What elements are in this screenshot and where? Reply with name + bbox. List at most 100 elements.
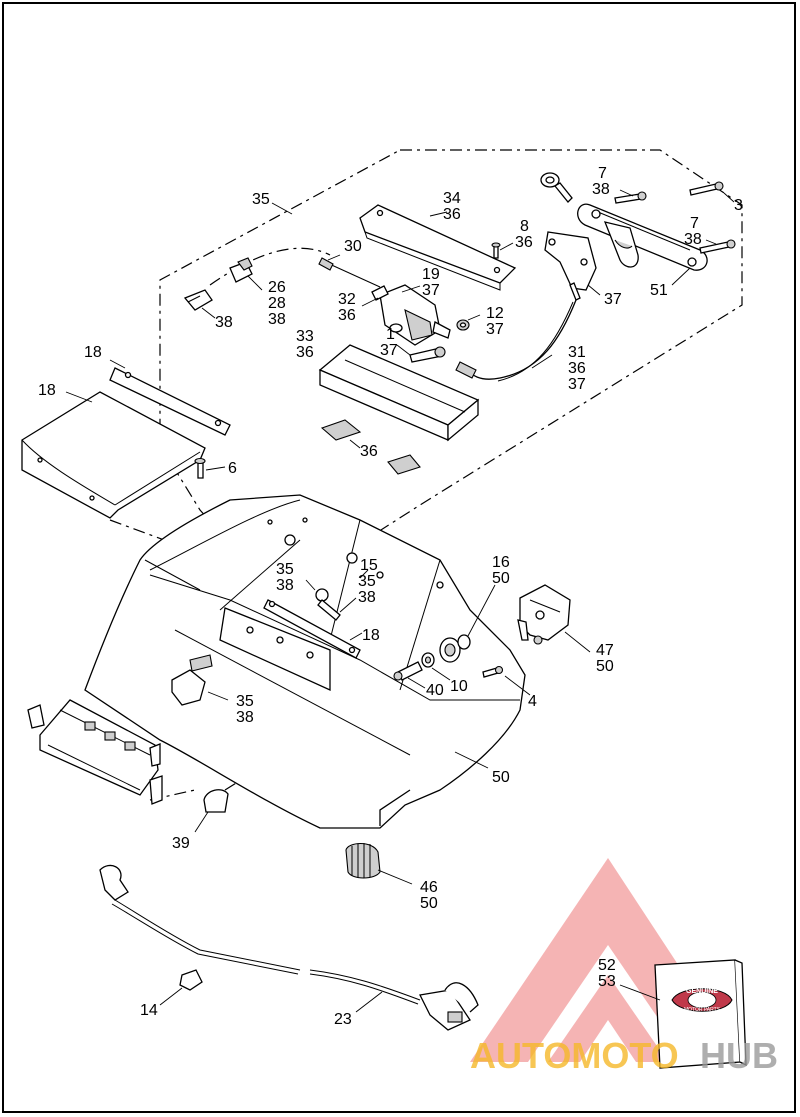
callout-36: 36 xyxy=(360,443,378,460)
lid-liner xyxy=(21,391,206,519)
link-1 xyxy=(409,346,446,363)
callout-36: 36 xyxy=(443,206,461,223)
callout-10: 10 xyxy=(450,678,468,695)
callout-35: 35 xyxy=(358,573,376,590)
callout-labels: 35 34 36 7 38 3 8 36 7 38 30 19 37 26 28… xyxy=(38,165,743,1028)
callout-32: 32 xyxy=(338,291,356,308)
callout-51: 51 xyxy=(650,282,668,299)
nut-12 xyxy=(456,319,470,331)
callout-7: 7 xyxy=(598,165,607,182)
callout-26: 26 xyxy=(268,279,286,296)
callout-37: 37 xyxy=(380,342,398,359)
washer-10 xyxy=(421,652,435,668)
grommet-46 xyxy=(345,842,381,879)
pin-40 xyxy=(393,661,423,681)
inner-dashed-boundary xyxy=(209,247,331,286)
cover-plate xyxy=(359,204,517,291)
callout-38: 38 xyxy=(276,577,294,594)
callout-38: 38 xyxy=(358,589,376,606)
release-cable xyxy=(467,299,577,380)
watermark-wordmark: AUTOMOTO HUB xyxy=(470,1035,778,1076)
badge-line1: GENUINE xyxy=(686,988,718,995)
bumper-39 xyxy=(203,789,229,813)
callout-31: 31 xyxy=(568,344,586,361)
actuator-rod xyxy=(324,261,381,288)
screw-7-lower xyxy=(699,239,736,254)
callout-12: 12 xyxy=(486,305,504,322)
callout-38: 38 xyxy=(268,311,286,328)
callout-50: 50 xyxy=(492,769,510,786)
callout-37: 37 xyxy=(486,321,504,338)
callout-39: 39 xyxy=(172,835,190,852)
callout-53: 53 xyxy=(598,973,616,990)
watermark-brand-right: HUB xyxy=(700,1035,778,1076)
screw-8 xyxy=(491,242,501,259)
callout-52: 52 xyxy=(598,957,616,974)
callout-35: 35 xyxy=(236,693,254,710)
callout-38: 38 xyxy=(236,709,254,726)
watermark-brand-left: AUTOMOTO xyxy=(470,1035,679,1076)
callout-4: 4 xyxy=(528,693,537,710)
callout-6: 6 xyxy=(228,460,237,477)
callout-18: 18 xyxy=(362,627,380,644)
callout-7: 7 xyxy=(690,215,699,232)
key-ring xyxy=(540,172,573,203)
callout-15: 15 xyxy=(360,557,378,574)
callout-36: 36 xyxy=(515,234,533,251)
callout-14: 14 xyxy=(140,1002,158,1019)
callout-38: 38 xyxy=(592,181,610,198)
callout-18: 18 xyxy=(38,382,56,399)
callout-28: 28 xyxy=(268,295,286,312)
screw-7-upper xyxy=(614,191,647,204)
pad-36-b xyxy=(387,454,421,475)
callout-36: 36 xyxy=(568,360,586,377)
callout-38: 38 xyxy=(215,314,233,331)
callout-35: 35 xyxy=(276,561,294,578)
callout-40: 40 xyxy=(426,682,444,699)
callout-8: 8 xyxy=(520,218,529,235)
callout-36: 36 xyxy=(338,307,356,324)
genuine-badge-card xyxy=(654,959,747,1069)
callout-33: 33 xyxy=(296,328,314,345)
connector-26 xyxy=(229,257,253,283)
callout-30: 30 xyxy=(344,238,362,255)
callout-19: 19 xyxy=(422,266,440,283)
callout-38: 38 xyxy=(684,231,702,248)
genuine-badge-emblem: GENUINE MOTOR PARTS xyxy=(671,988,733,1013)
callout-18: 18 xyxy=(84,344,102,361)
hinge-strap xyxy=(577,203,708,271)
callout-37: 37 xyxy=(422,282,440,299)
callout-47: 47 xyxy=(596,642,614,659)
callout-36: 36 xyxy=(296,344,314,361)
mount-bracket-47 xyxy=(517,584,571,645)
callout-23: 23 xyxy=(334,1011,352,1028)
callout-50: 50 xyxy=(420,895,438,912)
clip-14 xyxy=(179,969,203,991)
screw-4 xyxy=(482,665,504,678)
callout-50: 50 xyxy=(492,570,510,587)
callout-35: 35 xyxy=(252,191,270,208)
callout-37: 37 xyxy=(568,376,586,393)
cable-end xyxy=(455,361,477,379)
callout-34: 34 xyxy=(443,190,461,207)
callout-46: 46 xyxy=(420,879,438,896)
screw-6 xyxy=(194,457,206,479)
latch-actuator xyxy=(371,284,451,346)
latch-bracket xyxy=(544,231,597,301)
clip-38 xyxy=(183,289,213,311)
callout-1: 1 xyxy=(386,326,395,343)
callout-37: 37 xyxy=(604,291,622,308)
mount-post-35 xyxy=(171,654,213,706)
latch-tray xyxy=(318,344,480,442)
strip-18-bag xyxy=(263,599,361,659)
callout-50: 50 xyxy=(596,658,614,675)
side-latch-mechanism xyxy=(27,699,163,805)
strip-18 xyxy=(109,367,231,436)
wiring-harness xyxy=(99,864,479,1031)
grommet-16 xyxy=(439,634,471,663)
leader-lines xyxy=(65,189,735,1013)
pad-36-a xyxy=(320,419,362,441)
screw-3 xyxy=(689,181,724,196)
